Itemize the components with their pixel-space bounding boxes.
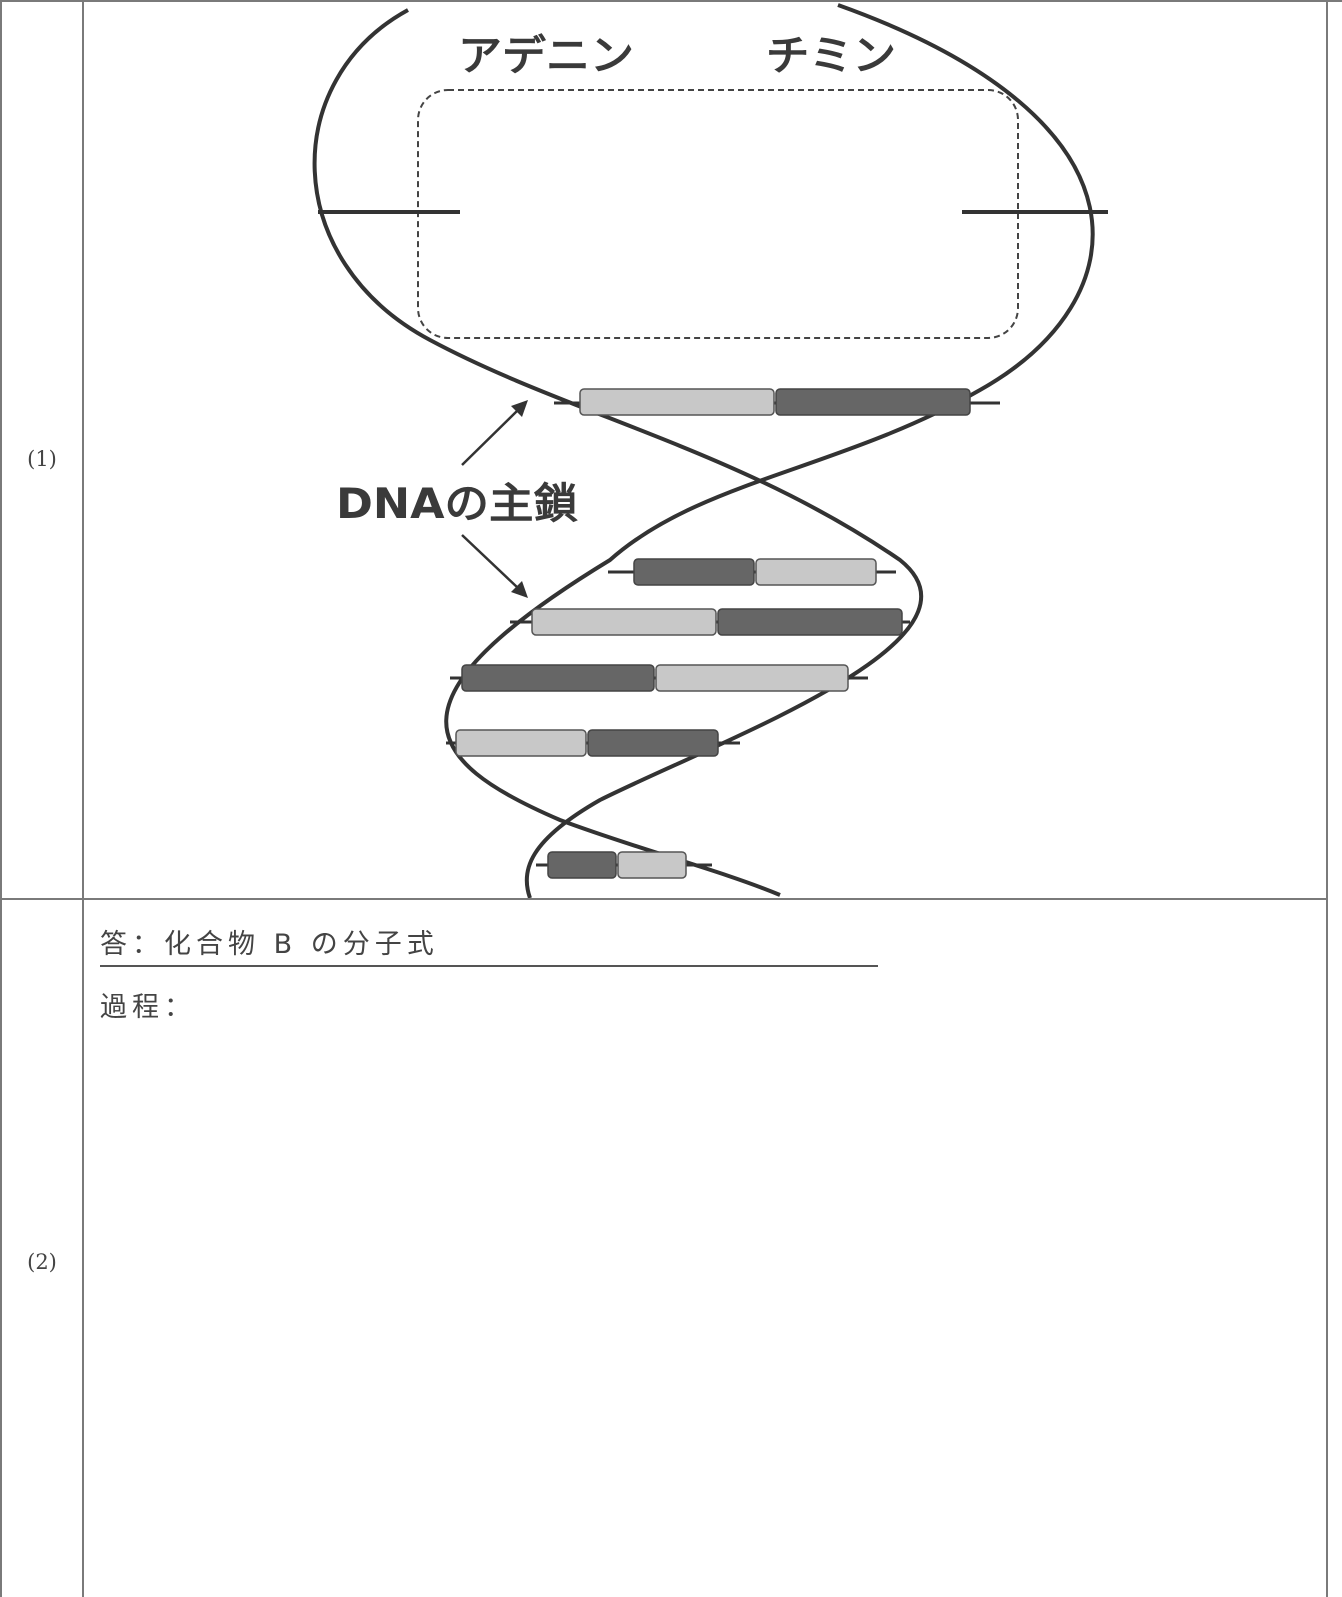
base-dark bbox=[775, 388, 971, 416]
base-dark bbox=[547, 851, 617, 879]
base-light bbox=[531, 608, 717, 636]
table-border-right bbox=[1326, 0, 1328, 1597]
process-work-area[interactable] bbox=[96, 1040, 1326, 1580]
row-label-2: (2) bbox=[27, 1250, 57, 1274]
base-dark bbox=[461, 664, 655, 692]
adenine-label: アデニン bbox=[458, 31, 634, 80]
backbone-arrows bbox=[461, 400, 528, 598]
dna-strand-b bbox=[444, 3, 1095, 897]
dna-diagram: アデニン チミン DNAの主鎖 bbox=[312, 3, 1108, 898]
process-label: 過程： bbox=[100, 992, 196, 1023]
dna-backbone-label: DNAの主鎖 bbox=[336, 479, 578, 528]
table-row-divider bbox=[0, 898, 1328, 900]
base-light bbox=[579, 388, 775, 416]
row-label-1: (1) bbox=[27, 447, 57, 471]
base-pair-rungs bbox=[446, 388, 1000, 879]
base-dark bbox=[587, 729, 719, 757]
base-dark bbox=[717, 608, 903, 636]
base-light bbox=[755, 558, 877, 586]
base-dark bbox=[633, 558, 755, 586]
answer-molecular-formula-line[interactable]: 答：化合物 B の分子式 bbox=[100, 922, 878, 967]
table-column-divider bbox=[82, 0, 84, 1597]
thymine-label: チミン bbox=[766, 31, 896, 80]
base-light bbox=[455, 729, 587, 757]
table-border-left bbox=[0, 0, 2, 1597]
base-light bbox=[617, 851, 687, 879]
base-light bbox=[655, 664, 849, 692]
dna-strand-a bbox=[312, 8, 923, 898]
structure-drawing-box[interactable] bbox=[417, 89, 1019, 339]
table-border-top bbox=[0, 0, 1342, 2]
